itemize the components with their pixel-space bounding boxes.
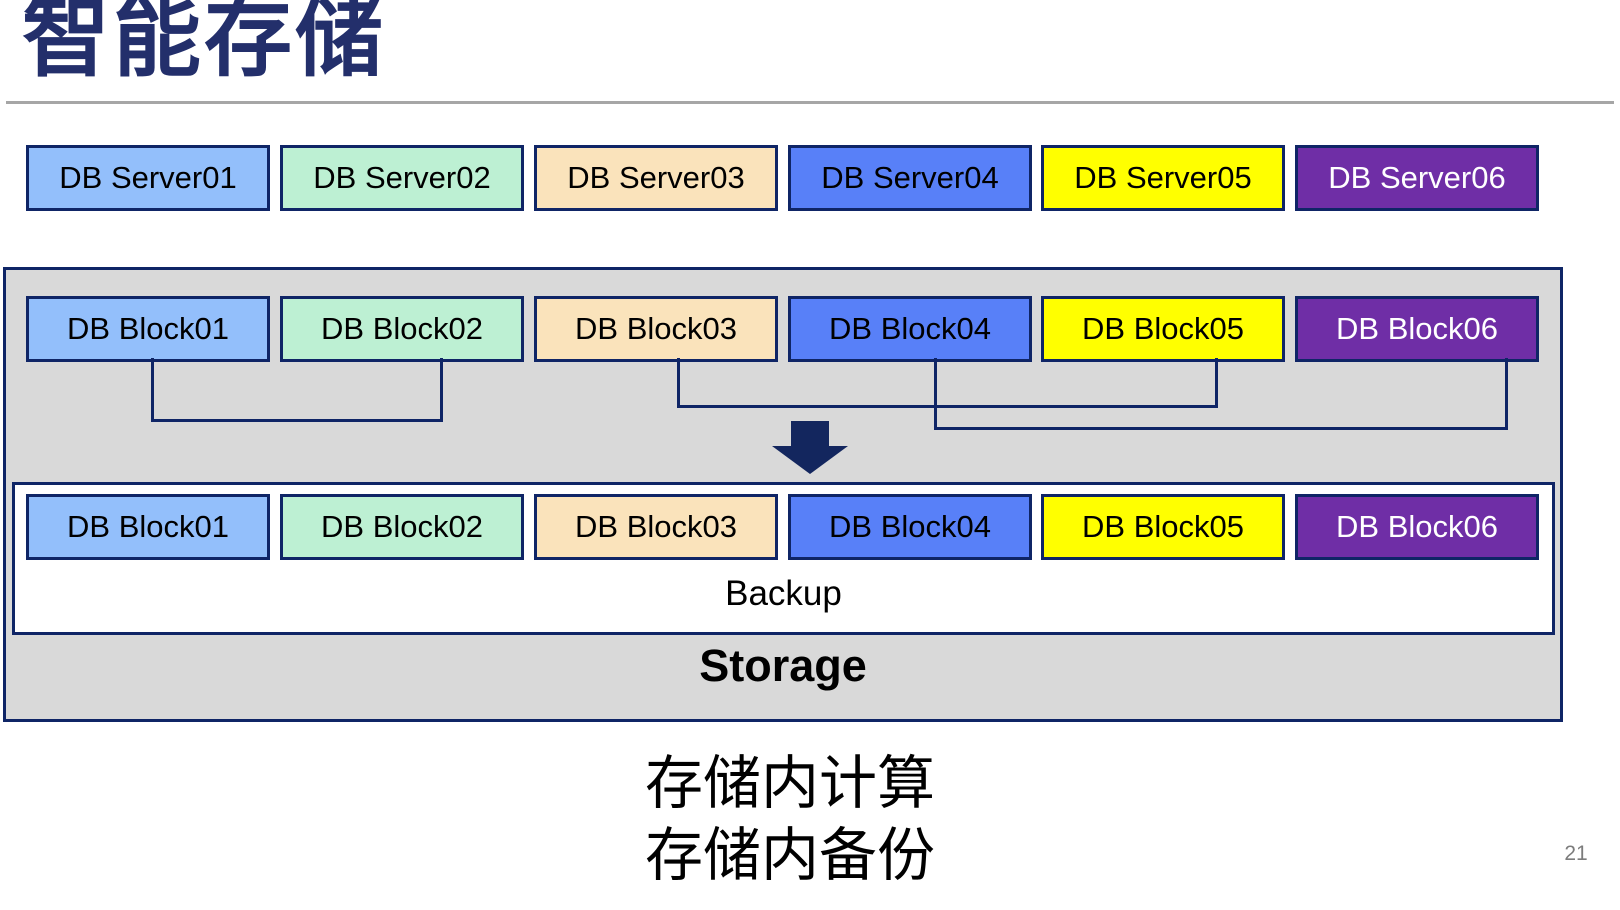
connector-block01-drop (151, 358, 154, 422)
db-block-top-04: DB Block04 (788, 296, 1032, 362)
db-block-bottom-01: DB Block01 (26, 494, 270, 560)
connector-block04-06-bridge (934, 427, 1508, 430)
server-box-06: DB Server06 (1295, 145, 1539, 211)
connector-block03-drop (677, 358, 680, 408)
caption-line-2: 存储内备份 (644, 822, 935, 888)
connector-block02-drop (440, 358, 443, 422)
page-number: 21 (1564, 842, 1588, 865)
db-block-bottom-04: DB Block04 (788, 494, 1032, 560)
db-block-top-05: DB Block05 (1041, 296, 1285, 362)
db-block-top-06: DB Block06 (1295, 296, 1539, 362)
down-arrow-head-icon (772, 446, 848, 474)
down-arrow-icon (791, 421, 829, 447)
db-block-top-02: DB Block02 (280, 296, 524, 362)
db-block-top-01: DB Block01 (26, 296, 270, 362)
server-box-05: DB Server05 (1041, 145, 1285, 211)
server-box-03: DB Server03 (534, 145, 778, 211)
db-block-bottom-02: DB Block02 (280, 494, 524, 560)
connector-block04-drop (934, 358, 937, 430)
db-block-bottom-03: DB Block03 (534, 494, 778, 560)
caption-line-1: 存储内计算 (644, 751, 935, 816)
backup-label: Backup (725, 574, 842, 613)
connector-block03-05-bridge (677, 405, 1218, 408)
title-divider (6, 101, 1614, 104)
connector-block05-drop (1215, 358, 1218, 408)
connector-block01-02-bridge (151, 419, 443, 422)
db-block-bottom-06: DB Block06 (1295, 494, 1539, 560)
db-block-bottom-05: DB Block05 (1041, 494, 1285, 560)
caption-block: 存储内计算 存储内备份 (0, 748, 1580, 892)
server-box-01: DB Server01 (26, 145, 270, 211)
storage-label: Storage (699, 640, 867, 691)
server-box-02: DB Server02 (280, 145, 524, 211)
connector-block06-drop (1505, 358, 1508, 430)
page-title: 智能存储 (22, 0, 387, 87)
db-block-top-03: DB Block03 (534, 296, 778, 362)
server-box-04: DB Server04 (788, 145, 1032, 211)
